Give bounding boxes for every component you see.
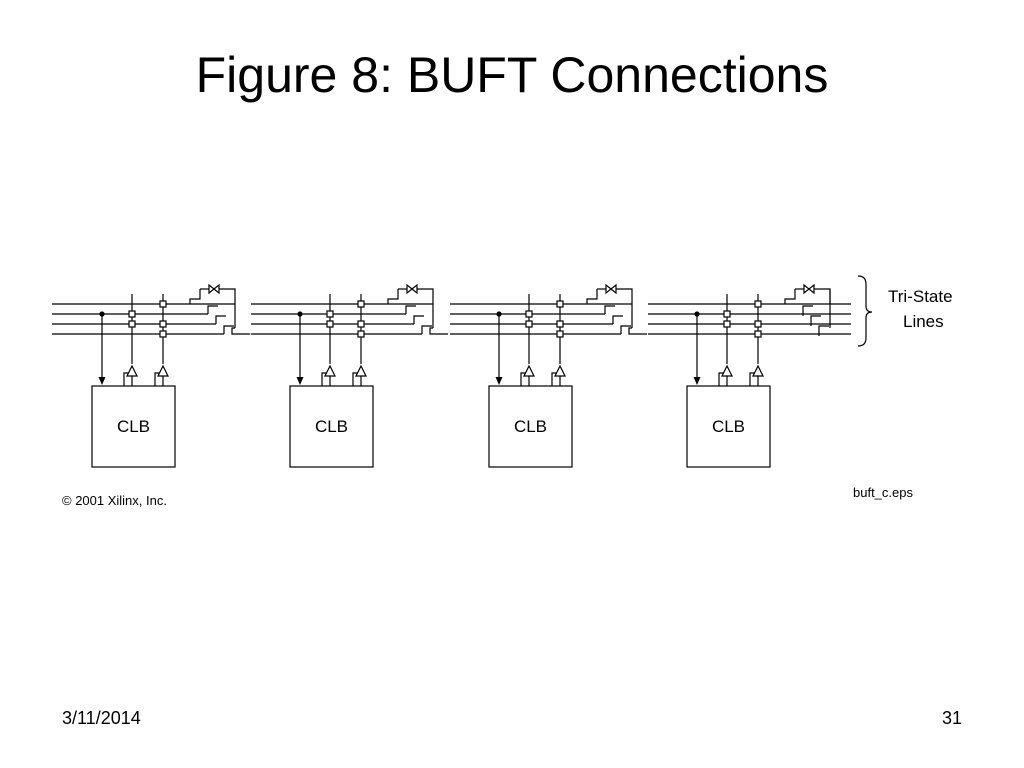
pip-square-icon: [556, 320, 564, 328]
clb-block: [289, 385, 374, 468]
buft-icon: [157, 364, 169, 377]
pip-square-icon: [556, 330, 564, 338]
clb-label: CLB: [117, 417, 150, 436]
buft-enable: [154, 372, 160, 386]
buft-enable: [749, 372, 755, 386]
line-step: [223, 325, 234, 334]
line-step: [810, 315, 821, 326]
input-arrow-icon: [693, 377, 701, 385]
clb-label: CLB: [315, 417, 348, 436]
buft-enable: [321, 372, 327, 386]
switch-route: [417, 288, 434, 304]
line-step: [620, 325, 631, 334]
clb-block: [488, 385, 573, 468]
switch-route: [387, 289, 399, 304]
pip-square-icon: [357, 320, 365, 328]
buft-icon: [554, 364, 566, 377]
buft-icon: [355, 364, 367, 377]
switch-route: [814, 288, 831, 304]
pass-switch-icon: [208, 283, 220, 295]
clb-label: CLB: [514, 417, 547, 436]
line-step: [802, 305, 813, 316]
buft-enable: [551, 372, 557, 386]
pip-square-icon: [159, 300, 167, 308]
line-step: [604, 305, 615, 314]
slide-title: Figure 8: BUFT Connections: [195, 47, 829, 103]
slide-page-number: 31: [942, 708, 963, 728]
tri-state-label: Tri-State: [888, 287, 953, 306]
switch-route: [586, 289, 598, 304]
buft-enable: [718, 372, 724, 386]
pip-square-icon: [556, 300, 564, 308]
switch-route: [189, 289, 201, 304]
segment-join: [628, 327, 647, 335]
buft-icon: [126, 364, 138, 377]
line-step: [413, 315, 424, 324]
pip-square-icon: [754, 320, 762, 328]
buft-enable: [520, 372, 526, 386]
line-step: [405, 305, 416, 314]
line-step: [207, 305, 218, 314]
pip-square-icon: [357, 300, 365, 308]
line-step: [612, 315, 623, 324]
pip-square-icon: [159, 330, 167, 338]
buft-icon: [324, 364, 336, 377]
pip-square-icon: [159, 320, 167, 328]
pip-square-icon: [723, 320, 731, 328]
buft-icon: [752, 364, 764, 377]
buft-connections-diagram: CLB CLB CLB CLB Tri-State Lines © 2001 Xili…: [52, 275, 953, 508]
pip-square-icon: [128, 320, 136, 328]
buft-icon: [523, 364, 535, 377]
pip-square-icon: [754, 300, 762, 308]
buft-enable: [352, 372, 358, 386]
copyright-note: © 2001 Xilinx, Inc.: [62, 493, 167, 508]
pip-square-icon: [326, 310, 334, 318]
segment-join: [429, 327, 448, 335]
buft-icon: [721, 364, 733, 377]
input-arrow-icon: [495, 377, 503, 385]
clb-block: [91, 385, 176, 468]
figure-filename: buft_c.eps: [853, 485, 913, 500]
pass-switch-icon: [406, 283, 418, 295]
pip-square-icon: [128, 310, 136, 318]
clb-label: CLB: [712, 417, 745, 436]
switch-route: [219, 288, 236, 304]
pip-square-icon: [525, 310, 533, 318]
brace-icon: [857, 275, 873, 347]
pip-square-icon: [754, 330, 762, 338]
input-arrow-icon: [98, 377, 106, 385]
switch-route: [784, 289, 796, 304]
pip-square-icon: [723, 310, 731, 318]
segment-join: [231, 327, 250, 335]
line-step: [818, 325, 829, 336]
slide-date: 3/11/2014: [62, 708, 141, 728]
clb-block: [686, 385, 771, 468]
input-arrow-icon: [296, 377, 304, 385]
pass-switch-icon: [803, 283, 815, 295]
pip-square-icon: [525, 320, 533, 328]
pass-switch-icon: [605, 283, 617, 295]
pip-square-icon: [357, 330, 365, 338]
line-step: [421, 325, 432, 334]
lines-label: Lines: [903, 312, 944, 331]
buft-enable: [123, 372, 129, 386]
switch-route: [616, 288, 633, 304]
line-step: [215, 315, 226, 324]
pip-square-icon: [326, 320, 334, 328]
